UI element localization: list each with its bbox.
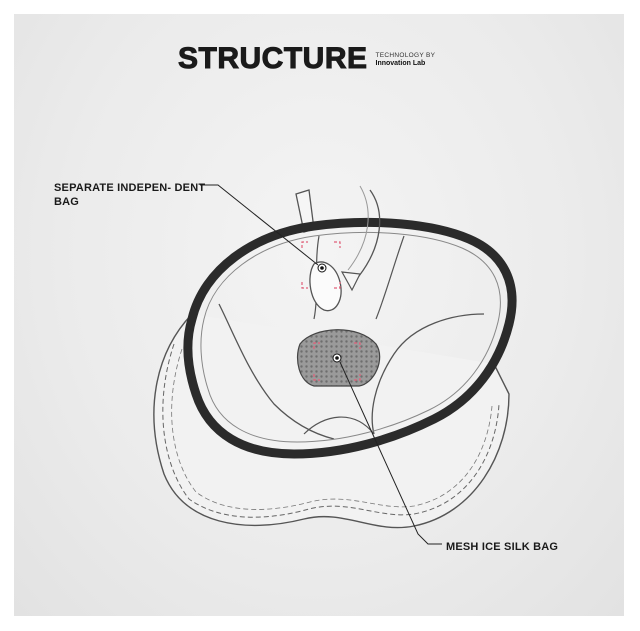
waistband bbox=[183, 217, 517, 459]
callout-separate-bag: SEPARATE INDEPEN- DENT BAG bbox=[54, 182, 206, 208]
insert-arrow-inner bbox=[347, 185, 369, 271]
header: STRUCTURE TECHNOLOGY BY Innovation Lab bbox=[178, 42, 435, 76]
callout-mesh-bag: MESH ICE SILK BAG bbox=[446, 541, 559, 553]
brand-block: TECHNOLOGY BY Innovation Lab bbox=[376, 52, 436, 68]
seam-stitch-inner bbox=[171, 348, 493, 510]
inner-lining-left bbox=[218, 303, 335, 440]
target-marker-top bbox=[301, 241, 341, 289]
diagram-frame: STRUCTURE TECHNOLOGY BY Innovation Lab bbox=[14, 14, 624, 616]
seam-stitch bbox=[162, 343, 500, 518]
waistband-inner-edge bbox=[200, 231, 501, 443]
arrow-head bbox=[340, 271, 361, 292]
underwear-illustration bbox=[153, 184, 517, 545]
target-marker-mesh bbox=[313, 342, 361, 381]
callout-dot-mesh-bag-center bbox=[335, 356, 339, 360]
inner-pouch-bottom bbox=[303, 416, 375, 435]
callout-dot-separate-bag-center bbox=[320, 266, 324, 270]
leader-line-mesh-bag bbox=[339, 361, 442, 545]
brand-line-1: TECHNOLOGY BY bbox=[375, 52, 436, 59]
inner-lining-right bbox=[371, 313, 485, 435]
page-title: STRUCTURE bbox=[178, 42, 368, 76]
separate-bag bbox=[309, 261, 342, 312]
leader-line-separate-bag bbox=[200, 184, 319, 266]
brand-line-2: Innovation Lab bbox=[375, 60, 426, 67]
garment-body bbox=[153, 313, 510, 529]
pouch-panel-line-2 bbox=[375, 235, 405, 320]
